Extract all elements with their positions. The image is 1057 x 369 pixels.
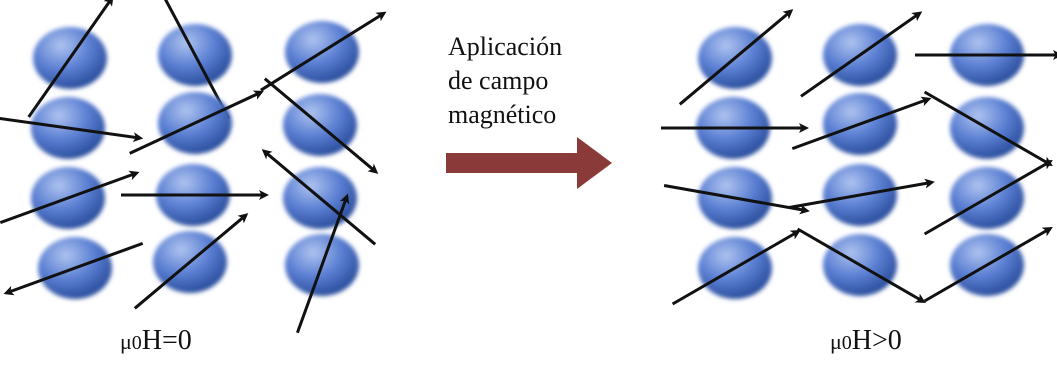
mu-symbol: μ bbox=[120, 329, 132, 354]
arrow-icon bbox=[261, 149, 377, 246]
arrow-label: Aplicación de campo magnético bbox=[448, 30, 562, 132]
magnetic-moment bbox=[796, 227, 926, 303]
magnetic-moment bbox=[671, 230, 801, 306]
magnetic-moment bbox=[678, 9, 794, 106]
magnetic-moment bbox=[663, 167, 810, 229]
magnetic-moment bbox=[158, 0, 232, 120]
magnetic-moment bbox=[261, 149, 377, 246]
arrow-icon bbox=[923, 227, 1053, 303]
arrow-icon bbox=[295, 193, 350, 334]
mu-symbol: μ bbox=[830, 329, 842, 354]
magnetic-moment bbox=[263, 77, 379, 174]
arrow-icon bbox=[0, 170, 140, 225]
magnetic-moment bbox=[260, 11, 387, 92]
magnetic-moment bbox=[788, 164, 935, 226]
magnetic-moment bbox=[0, 97, 144, 159]
magnetic-moment bbox=[27, 0, 114, 118]
magnetic-moment bbox=[923, 227, 1053, 303]
arrow-icon bbox=[27, 0, 114, 118]
arrow-icon bbox=[788, 178, 935, 209]
arrow-icon bbox=[133, 213, 249, 310]
arrow-icon bbox=[263, 77, 379, 174]
arrow-label-line-3: magnético bbox=[448, 100, 557, 129]
arrow-icon bbox=[663, 184, 810, 215]
magnetic-moment bbox=[121, 164, 269, 226]
magnetized-panel bbox=[661, 9, 1057, 306]
magnetic-moment bbox=[661, 97, 809, 159]
arrow-icon bbox=[260, 11, 387, 92]
arrow-label-line-2: de campo bbox=[448, 66, 549, 95]
magnetic-moment bbox=[791, 93, 932, 155]
arrow-icon bbox=[791, 96, 932, 151]
right-arrow-icon bbox=[446, 137, 612, 189]
arrow-icon bbox=[129, 90, 264, 155]
subscript-zero: 0 bbox=[131, 332, 142, 354]
magnetic-moment bbox=[133, 213, 249, 310]
zero-field-caption: μ0H=0 bbox=[120, 325, 192, 357]
arrow-icon bbox=[678, 9, 794, 106]
subscript-zero: 0 bbox=[841, 332, 852, 354]
arrow-icon bbox=[3, 241, 144, 296]
magnetic-moment bbox=[285, 193, 359, 334]
magnetic-moment bbox=[923, 160, 1053, 236]
arrow-icon bbox=[923, 90, 1053, 166]
applied-field-caption: μ0H>0 bbox=[830, 325, 902, 357]
magnetic-moment bbox=[923, 90, 1053, 166]
arrow-icon bbox=[923, 160, 1053, 236]
magnetic-moment bbox=[3, 237, 144, 299]
arrow-icon bbox=[164, 0, 231, 120]
unmagnetized-panel bbox=[0, 0, 387, 334]
arrow-label-line-1: Aplicación bbox=[448, 32, 563, 61]
arrow-icon bbox=[0, 116, 144, 143]
arrow-icon bbox=[796, 227, 926, 303]
caption-text: H>0 bbox=[851, 325, 902, 356]
magnetic-moment bbox=[0, 167, 140, 229]
magnetic-moment bbox=[915, 24, 1057, 86]
magnetic-moment bbox=[129, 90, 264, 155]
caption-text: H=0 bbox=[141, 325, 192, 356]
magnetic-moment bbox=[800, 11, 923, 98]
arrow-icon bbox=[671, 230, 801, 306]
arrow-icon bbox=[800, 11, 923, 98]
